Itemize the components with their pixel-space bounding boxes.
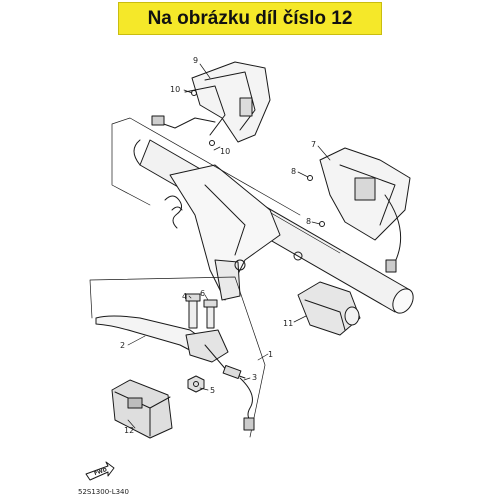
callout-11: 11 bbox=[283, 319, 293, 328]
part-11-right-switch bbox=[297, 281, 361, 336]
callout-8-top: 8 bbox=[291, 167, 296, 176]
fwd-label: FWD bbox=[94, 467, 108, 477]
diagram-code: 52S1300-L340 bbox=[78, 488, 129, 496]
part-9-meter-bracket bbox=[151, 61, 271, 146]
assembly-box-1 bbox=[89, 276, 266, 438]
part-7-switch-housing bbox=[307, 147, 411, 273]
callout-labels: 9 10 10 7 8 8 4 6 1 2 3 5 11 12 bbox=[120, 56, 316, 435]
handlebar-holder bbox=[164, 164, 303, 301]
outline-frame bbox=[111, 117, 301, 216]
callout-10-lower: 10 bbox=[220, 147, 230, 156]
callout-1: 1 bbox=[268, 350, 273, 359]
callout-2: 2 bbox=[120, 341, 125, 350]
banner-text: Na obrázku díl číslo 12 bbox=[147, 7, 353, 29]
part-number-banner: Na obrázku díl číslo 12 bbox=[118, 2, 382, 35]
callout-6: 6 bbox=[200, 289, 205, 298]
leader-lines bbox=[127, 63, 331, 429]
callout-4: 4 bbox=[182, 292, 187, 301]
part-6-bolt bbox=[203, 299, 218, 329]
part-3-clutch-switch bbox=[222, 365, 255, 431]
callout-10-top: 10 bbox=[170, 85, 180, 94]
callout-8-lower: 8 bbox=[306, 217, 311, 226]
part-5-nut bbox=[187, 375, 205, 393]
part-12-switch bbox=[111, 379, 173, 439]
part-4-bolt bbox=[185, 293, 201, 329]
callout-3: 3 bbox=[252, 373, 257, 382]
callout-12: 12 bbox=[124, 426, 134, 435]
callout-5: 5 bbox=[210, 386, 215, 395]
callout-9: 9 bbox=[193, 56, 198, 65]
fwd-arrow-icon: FWD bbox=[85, 461, 115, 481]
callout-7: 7 bbox=[311, 140, 316, 149]
